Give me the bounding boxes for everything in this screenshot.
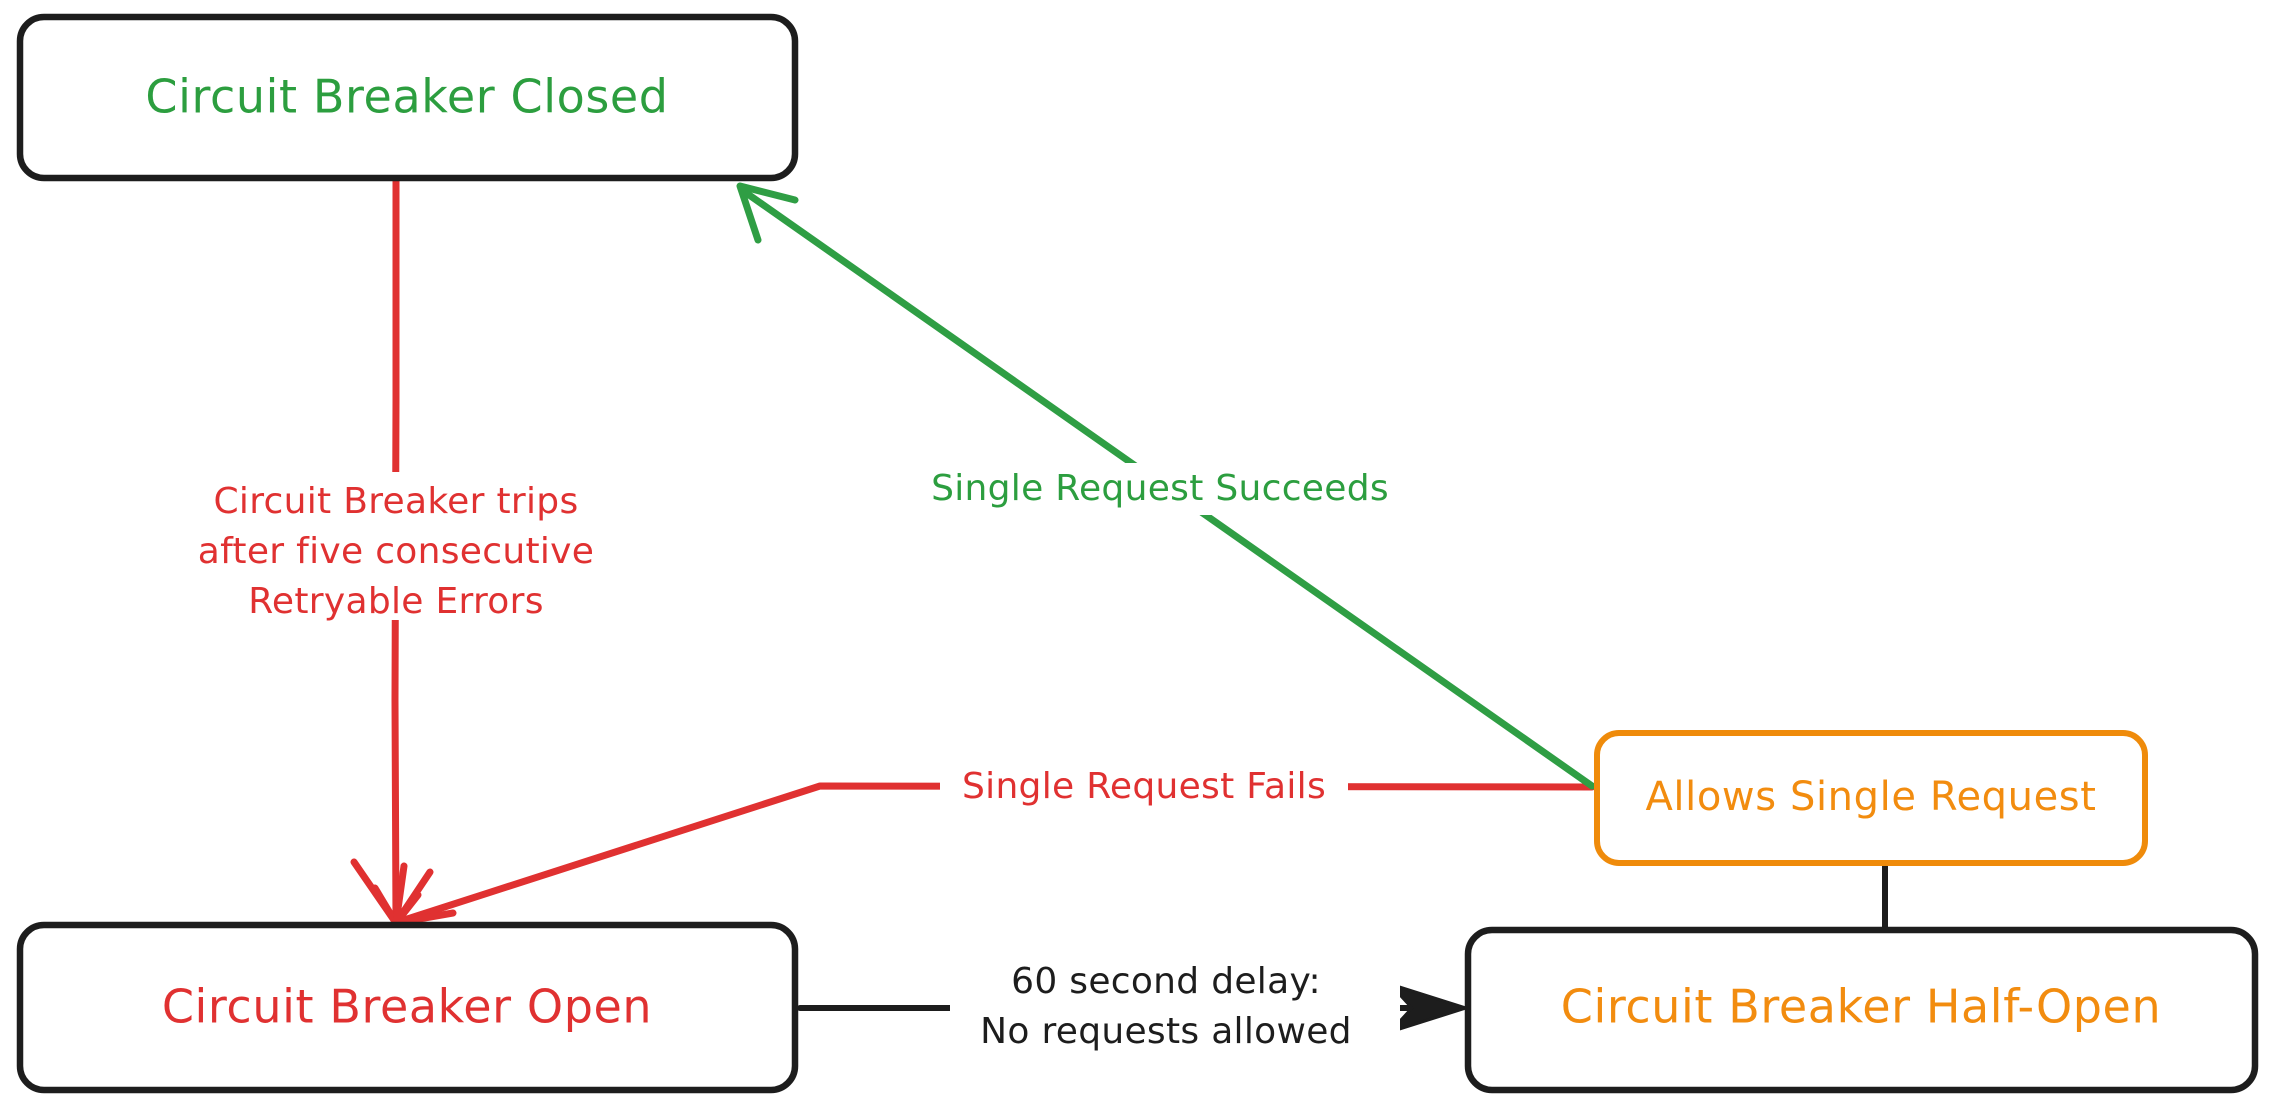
- node-circuit-breaker-open-label: Circuit Breaker Open: [162, 980, 652, 1034]
- edge-label-closed-to-open-line3: Retryable Errors: [248, 581, 544, 622]
- edge-label-closed-to-open-line2: after five consecutive: [198, 531, 595, 572]
- edge-label-open-to-halfopen: 60 second delay: No requests allowed: [950, 955, 1400, 1063]
- edge-label-closed-to-open-line1: Circuit Breaker trips: [213, 481, 578, 522]
- edge-label-open-to-halfopen-line2: No requests allowed: [980, 1011, 1352, 1052]
- node-circuit-breaker-closed[interactable]: Circuit Breaker Closed: [16, 13, 799, 182]
- node-circuit-breaker-open-box[interactable]: [16, 921, 799, 1094]
- node-circuit-breaker-half-open[interactable]: Circuit Breaker Half-Open: [1464, 926, 2259, 1094]
- edge-label-allows-to-open-text: Single Request Fails: [962, 766, 1326, 807]
- node-allows-single-request-label: Allows Single Request: [1645, 774, 2096, 820]
- node-circuit-breaker-open[interactable]: Circuit Breaker Open: [16, 921, 799, 1094]
- node-allows-single-request-box[interactable]: [1594, 730, 2148, 866]
- edge-label-closed-to-open: Circuit Breaker trips after five consecu…: [178, 472, 602, 622]
- node-circuit-breaker-closed-label: Circuit Breaker Closed: [145, 70, 668, 124]
- edge-label-allows-to-closed: Single Request Succeeds: [915, 463, 1405, 515]
- node-allows-single-request[interactable]: Allows Single Request: [1594, 730, 2148, 866]
- edge-label-closed-to-open-backing: [178, 472, 602, 620]
- node-circuit-breaker-half-open-box[interactable]: [1464, 926, 2259, 1094]
- node-circuit-breaker-half-open-label: Circuit Breaker Half-Open: [1561, 980, 2161, 1034]
- edge-label-allows-to-closed-backing: [915, 463, 1405, 515]
- edge-label-allows-to-open: Single Request Fails: [940, 761, 1348, 813]
- node-circuit-breaker-closed-box[interactable]: [16, 13, 799, 182]
- edge-label-open-to-halfopen-line1: 60 second delay:: [1011, 961, 1321, 1002]
- edge-label-open-to-halfopen-backing: [950, 955, 1400, 1063]
- edge-allows-to-closed-arrowhead: [736, 182, 799, 244]
- edge-label-allows-to-closed-text: Single Request Succeeds: [931, 468, 1389, 509]
- edge-label-allows-to-open-backing: [940, 761, 1348, 813]
